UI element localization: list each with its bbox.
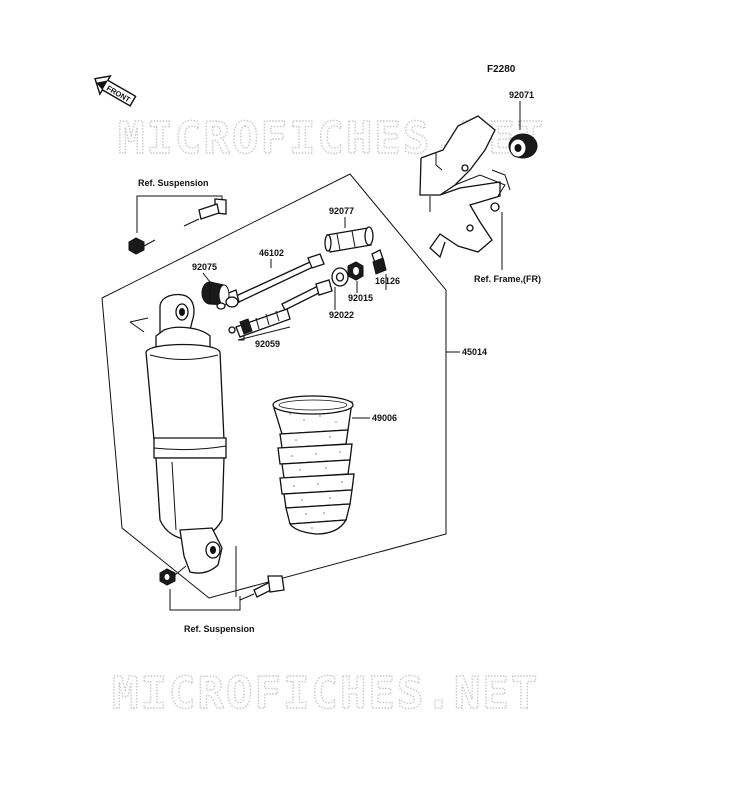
part-label-92075: 92075 — [192, 262, 217, 272]
bushing-92071 — [508, 133, 538, 159]
ref-suspension-top-label: Ref. Suspension — [138, 178, 209, 188]
part-label-49006: 49006 — [372, 413, 397, 423]
boot-49006 — [272, 395, 355, 535]
nut-top — [128, 237, 156, 255]
frame-bracket — [419, 115, 511, 259]
bolt-bottom — [239, 575, 285, 601]
part-label-92077: 92077 — [329, 206, 354, 216]
part-label-92022: 92022 — [329, 310, 354, 320]
nut-92015 — [347, 261, 364, 281]
ref-suspension-bottom-label: Ref. Suspension — [184, 624, 255, 634]
ref-frame-label: Ref. Frame,(FR) — [474, 274, 541, 284]
bushing-92075 — [201, 281, 239, 310]
part-label-92071: 92071 — [509, 90, 534, 100]
front-arrow-icon: FRONT — [94, 75, 137, 107]
rod-92059-upper — [281, 279, 333, 311]
part-label-45014: 45014 — [462, 347, 487, 357]
bolt-92059 — [228, 308, 291, 338]
part-label-92059: 92059 — [255, 339, 280, 349]
assembly-outline — [101, 173, 447, 599]
nut-bottom — [159, 565, 187, 586]
part-label-46102: 46102 — [259, 248, 284, 258]
diagram-code: F2280 — [487, 64, 516, 75]
collar-92077 — [324, 226, 374, 253]
part-label-16126: 16126 — [375, 276, 400, 286]
bolt-top — [183, 198, 227, 227]
nipple-16126 — [371, 249, 387, 275]
watermark-bottom: MICROFICHES.NET — [112, 668, 539, 719]
shock-absorber — [129, 293, 227, 574]
part-label-92015: 92015 — [348, 293, 373, 303]
washer-92022 — [331, 267, 349, 287]
